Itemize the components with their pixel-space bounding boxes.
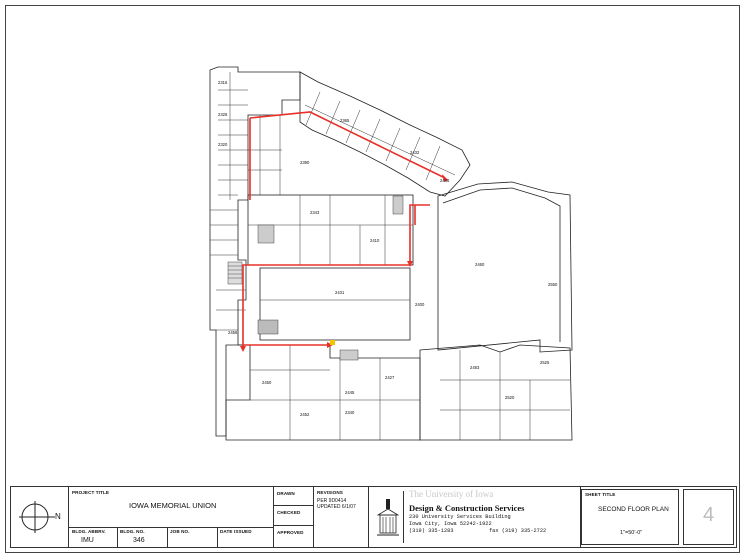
room-label: 2390 bbox=[300, 160, 310, 165]
southeast-wing-outline bbox=[419, 344, 573, 441]
room-label: 2340 bbox=[345, 410, 355, 415]
room-label: 2483 bbox=[470, 365, 480, 370]
sheet-title-label: SHEET TITLE bbox=[585, 492, 616, 497]
project-title-label: PROJECT TITLE bbox=[72, 490, 110, 495]
title-block: N PROJECT TITLE IOWA MEMORIAL UNION BLDG… bbox=[10, 486, 737, 548]
room-label: 2316 bbox=[218, 80, 228, 85]
sheet-title-cell: SHEET TITLE SECOND FLOOR PLAN 1"=50'-0" bbox=[581, 489, 679, 545]
approval-cell: DRAWN CHECKED APPROVED bbox=[274, 487, 314, 547]
address-line-2: Iowa City, Iowa 52242-1922 bbox=[409, 521, 492, 527]
drawn-label: DRAWN bbox=[277, 491, 295, 496]
revision-entry: UPDATED 6/1/07 bbox=[317, 504, 356, 510]
department-name: Design & Construction Services bbox=[409, 503, 525, 513]
north-arrow-icon bbox=[19, 501, 55, 533]
south-block-outline bbox=[225, 344, 421, 441]
room-label: 2326 bbox=[218, 112, 228, 117]
revision-entry: PER 9D0414 bbox=[317, 498, 347, 504]
diagonal-wing-outline bbox=[299, 71, 471, 197]
fax: fax (319) 335-2722 bbox=[489, 528, 547, 534]
sheet-number: 4 bbox=[703, 504, 715, 526]
bldg-no-label: BLDG. NO. bbox=[120, 529, 145, 534]
project-title: IOWA MEMORIAL UNION bbox=[129, 501, 217, 510]
room-label: 2525 bbox=[540, 360, 550, 365]
old-capitol-logo-icon bbox=[377, 499, 399, 536]
drawing-sheet-border bbox=[5, 5, 740, 553]
room-label: 2450 bbox=[262, 380, 272, 385]
project-info-cell: PROJECT TITLE IOWA MEMORIAL UNION BLDG. … bbox=[69, 487, 274, 547]
room-label: 2520 bbox=[505, 395, 515, 400]
address-line-1: 230 University Services Building bbox=[409, 514, 511, 520]
room-label: 2456 bbox=[228, 330, 238, 335]
floor-plan-drawing bbox=[209, 66, 573, 441]
room-label: 2427 bbox=[385, 375, 395, 380]
approved-label: APPROVED bbox=[277, 530, 304, 535]
university-name: The University of Iowa bbox=[409, 489, 494, 499]
north-label: N bbox=[55, 512, 61, 521]
west-wing-outline bbox=[209, 66, 301, 437]
drawing-scale: 1"=50'-0" bbox=[620, 530, 643, 536]
room-label: 2446 bbox=[440, 178, 450, 183]
main-lounge-outline bbox=[437, 181, 573, 353]
bldg-no: 346 bbox=[133, 537, 145, 544]
room-label: 2460 bbox=[475, 262, 485, 267]
bldg-abbrv: IMU bbox=[81, 537, 94, 544]
room-label: 2550 bbox=[548, 282, 558, 287]
room-label: 2431 bbox=[335, 290, 345, 295]
date-issued-label: DATE ISSUED bbox=[220, 529, 252, 534]
room-label: 2432 bbox=[410, 150, 420, 155]
checked-label: CHECKED bbox=[277, 510, 301, 515]
phone: (319) 335-1283 bbox=[409, 528, 454, 534]
north-arrow-cell: N bbox=[11, 487, 69, 547]
room-label: 2400 bbox=[415, 302, 425, 307]
room-label: 2445 bbox=[345, 390, 355, 395]
room-label: 2343 bbox=[310, 210, 320, 215]
room-label: 2452 bbox=[300, 412, 310, 417]
revisions-cell: REVISIONS PER 9D0414 UPDATED 6/1/07 bbox=[314, 487, 369, 547]
bldg-abbrv-label: BLDG. ABBRV. bbox=[72, 529, 106, 534]
you-are-here-marker bbox=[330, 340, 335, 345]
room-label: 2320 bbox=[218, 142, 228, 147]
ballroom-outline bbox=[259, 267, 411, 341]
sheet-title: SECOND FLOOR PLAN bbox=[598, 506, 669, 513]
room-label: 2365 bbox=[340, 118, 350, 123]
room-label: 2410 bbox=[370, 238, 380, 243]
revisions-label: REVISIONS bbox=[317, 490, 343, 495]
sheet-number-cell: 4 bbox=[683, 489, 734, 545]
university-cell: The University of Iowa Design & Construc… bbox=[369, 487, 581, 547]
job-no-label: JOB NO. bbox=[170, 529, 190, 534]
